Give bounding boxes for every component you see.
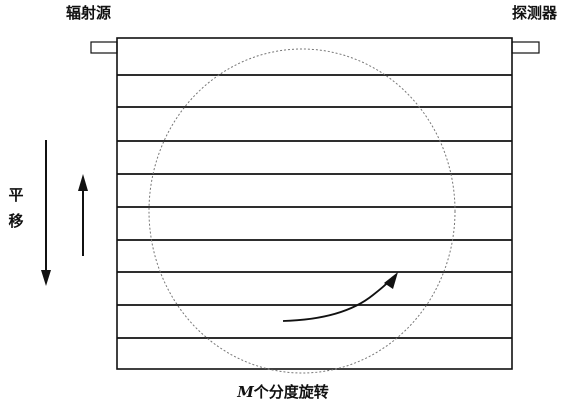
- caption-text: 个分度旋转: [253, 383, 329, 401]
- rotation-arrow-head: [384, 272, 398, 289]
- scan-lines: [117, 74, 512, 339]
- scan-frame: [116, 37, 513, 370]
- detector-label: 探测器: [512, 4, 558, 22]
- rotation-arrow: [282, 276, 394, 322]
- rotation-caption: M个分度旋转: [0, 381, 566, 402]
- translate-arrow-up-head: [78, 174, 88, 191]
- radiation-source-label: 辐射源: [66, 4, 112, 22]
- translation-label: 平移: [8, 186, 24, 230]
- detector-tab: [511, 41, 540, 54]
- translate-arrow-down-head: [41, 270, 51, 286]
- source-tab: [90, 41, 118, 54]
- object-circle: [148, 48, 456, 374]
- caption-m: M: [237, 383, 254, 401]
